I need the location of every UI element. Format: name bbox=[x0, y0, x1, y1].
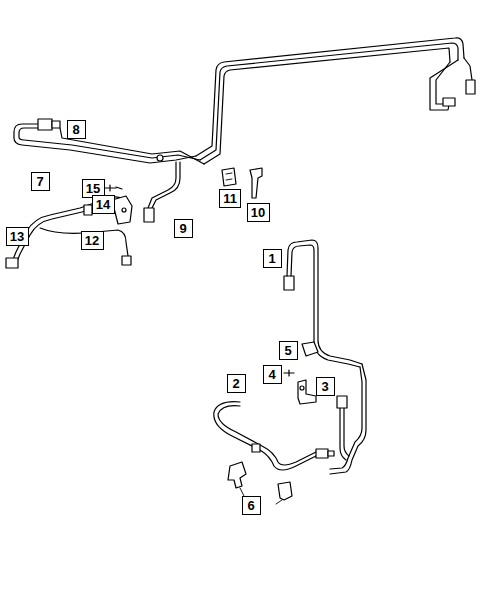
callout-number: 5 bbox=[284, 344, 291, 357]
callout-number: 4 bbox=[268, 368, 275, 381]
callout-box: 9 bbox=[174, 219, 193, 238]
callout-number: 7 bbox=[36, 175, 43, 188]
callout-box: 10 bbox=[247, 203, 270, 222]
brake-tube-left bbox=[14, 119, 204, 164]
callout-number: 2 bbox=[232, 377, 239, 390]
callout-box: 14 bbox=[92, 195, 115, 214]
callout-number: 10 bbox=[251, 206, 265, 219]
callout-number: 12 bbox=[85, 234, 99, 247]
callout-number: 6 bbox=[247, 499, 254, 512]
brake-tube-9 bbox=[144, 162, 180, 222]
callout-box: 2 bbox=[227, 374, 246, 393]
callout-box: 12 bbox=[81, 231, 104, 250]
callout-number: 1 bbox=[268, 252, 275, 265]
callout-number: 11 bbox=[223, 192, 237, 205]
brake-tube-bundle bbox=[196, 38, 475, 164]
clip-screw-bracket bbox=[284, 342, 318, 404]
callout-number: 13 bbox=[10, 230, 24, 243]
callout-box: 8 bbox=[67, 120, 86, 139]
callout-box: 6 bbox=[242, 496, 261, 515]
callout-number: 14 bbox=[96, 198, 110, 211]
sensor-wire-2 bbox=[214, 402, 334, 470]
callout-number: 3 bbox=[321, 380, 328, 393]
callout-box: 13 bbox=[6, 227, 29, 246]
callout-box: 1 bbox=[263, 249, 282, 268]
callout-box: 5 bbox=[279, 341, 298, 360]
callout-box: 7 bbox=[31, 172, 50, 191]
callout-box: 11 bbox=[219, 189, 241, 208]
callout-box: 3 bbox=[316, 377, 335, 396]
callout-box: 4 bbox=[263, 365, 282, 384]
callout-number: 15 bbox=[86, 182, 100, 195]
brake-hose-13 bbox=[6, 185, 132, 268]
callout-number: 9 bbox=[179, 222, 186, 235]
callout-number: 8 bbox=[72, 123, 79, 136]
